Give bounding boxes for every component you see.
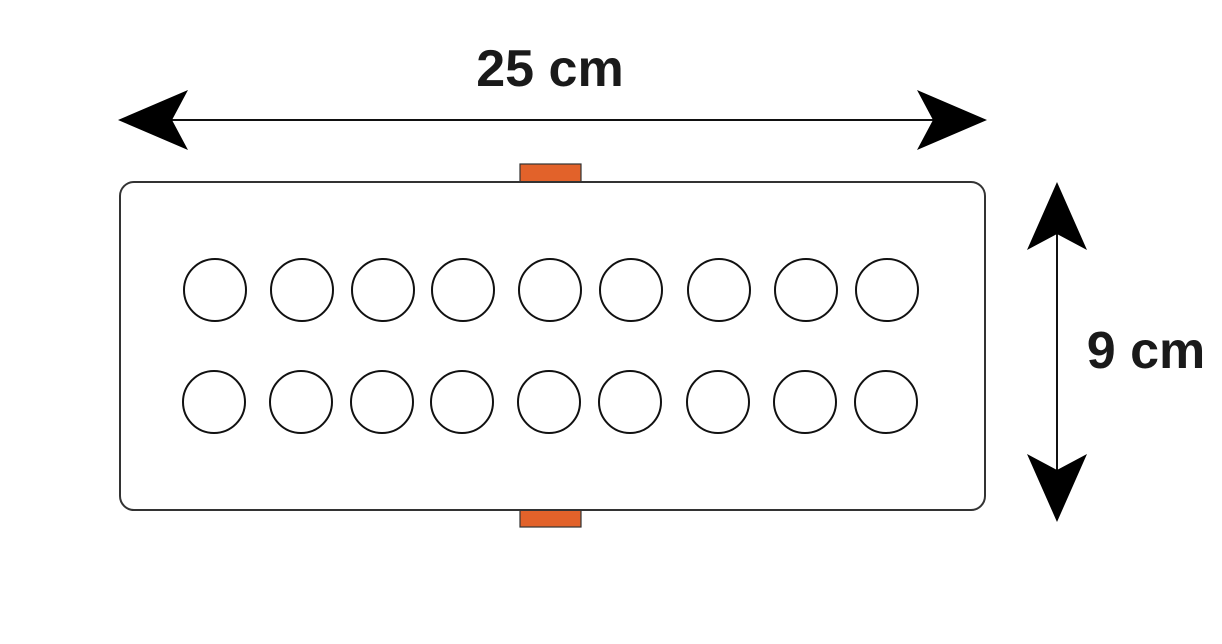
well-circle: [854, 370, 918, 434]
well-circle: [182, 370, 246, 434]
well-circle: [351, 258, 415, 322]
width-dimension-arrow: [118, 90, 987, 150]
well-circle: [183, 258, 247, 322]
width-label: 25 cm: [476, 40, 623, 98]
height-dimension-arrow: [1027, 182, 1087, 522]
well-circle: [598, 370, 662, 434]
well-circle: [269, 370, 333, 434]
tray-outline: [119, 181, 986, 511]
well-circle: [350, 370, 414, 434]
well-circle: [686, 370, 750, 434]
well-circle: [270, 258, 334, 322]
well-circle: [774, 258, 838, 322]
well-circle: [517, 370, 581, 434]
well-circle: [518, 258, 582, 322]
well-circle: [599, 258, 663, 322]
bottom-clip: [519, 509, 582, 528]
well-grid: [182, 258, 919, 434]
top-clip: [519, 163, 582, 183]
well-circle: [855, 258, 919, 322]
well-circle: [431, 258, 495, 322]
height-label: 9 cm: [1087, 322, 1206, 380]
well-circle: [773, 370, 837, 434]
well-circle: [430, 370, 494, 434]
well-circle: [687, 258, 751, 322]
